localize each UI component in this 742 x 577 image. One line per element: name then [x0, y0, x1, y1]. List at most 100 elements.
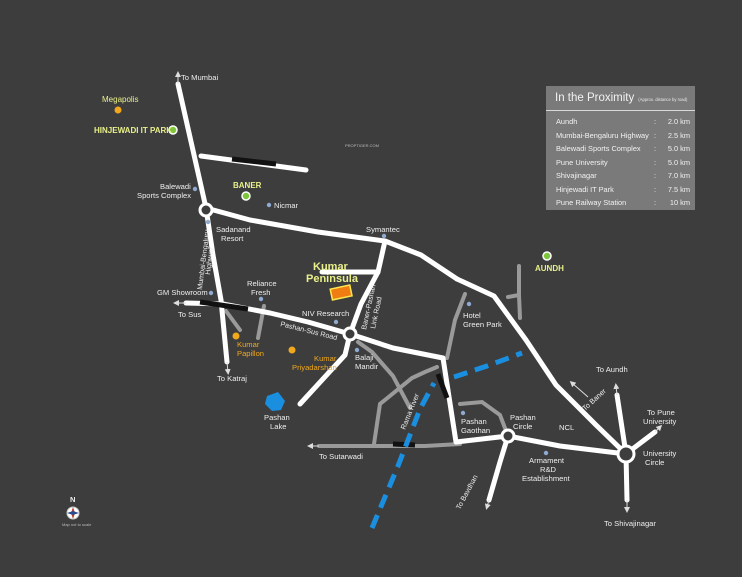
label-aundh: AUNDH — [535, 264, 564, 273]
label-pashan-circle-2: Circle — [513, 422, 532, 431]
label-sadanand-1: Sadanand — [216, 225, 251, 234]
project-name-line1: Kumar — [313, 261, 349, 273]
proximity-distance: 10 km — [669, 198, 690, 208]
pashan-circle-marker — [500, 428, 516, 444]
proximity-row: Aundh:2.0 km — [556, 117, 690, 127]
dir-pune-university-2: University — [643, 417, 677, 426]
papillon-marker — [232, 332, 240, 340]
megapolis-marker — [114, 106, 122, 114]
minor-roads — [224, 264, 522, 448]
proximity-place: Pune Railway Station — [556, 198, 627, 208]
label-ard-1: Armament — [529, 456, 565, 465]
label-baner: BANER — [233, 181, 262, 190]
proximity-distance: 2.5 km — [667, 130, 690, 140]
proximity-distance: 2.0 km — [667, 117, 690, 127]
road-bavdhan — [486, 433, 511, 503]
dir-mumbai: To Mumbai — [181, 73, 218, 82]
label-niv: NIV Research — [302, 309, 349, 318]
rama-river — [369, 350, 523, 529]
proximity-distance: 7.0 km — [667, 171, 690, 181]
label-hotel-2: Green Park — [463, 320, 502, 329]
compass-caption: Map not to scale — [62, 522, 92, 527]
balewadi-circle — [198, 202, 214, 218]
dir-bavdhan: To Bavdhan — [454, 473, 480, 511]
to-baner-arrow — [569, 381, 589, 398]
proximity-row: Pune University:5.0 km — [556, 157, 690, 167]
proximity-list: Aundh:2.0 km Mumbai-Bengaluru Highway:2.… — [546, 111, 695, 210]
proximity-place: Hinjewadi IT Park — [556, 184, 614, 194]
label-balewadi-1: Balewadi — [160, 182, 191, 191]
road-to-aundh — [614, 392, 629, 457]
road-aundh-university — [454, 276, 629, 457]
label-hinjewadi: HINJEWADI IT PARK — [94, 126, 172, 135]
proximity-place: Pune University — [556, 157, 608, 167]
hinjewadi-marker — [168, 125, 178, 135]
label-priyadarshan-1: Kumar — [314, 354, 337, 363]
dir-aundh: To Aundh — [596, 365, 628, 374]
road-hotel — [445, 292, 467, 360]
baner-marker — [241, 191, 251, 201]
proximity-row: Balewadi Sports Complex:5.0 km — [556, 144, 690, 154]
project-name-line2: Peninsula — [306, 273, 359, 285]
label-papillon-2: Papillon — [237, 349, 264, 358]
dir-sus: To Sus — [178, 310, 201, 319]
roundabouts — [198, 202, 636, 464]
label-gaothan-1: Pashan — [461, 417, 487, 426]
proximity-row: Shivajinagar:7.0 km — [556, 171, 690, 181]
road-pashan-down — [440, 355, 459, 445]
label-ncl: NCL — [559, 423, 574, 432]
road-to-pashan-circle — [453, 433, 511, 445]
road-label-highway-2: Highway — [203, 246, 215, 275]
proximity-place: Balewadi Sports Complex — [556, 144, 641, 154]
road-sutarwadi — [317, 442, 462, 448]
proximity-row: Hinjewadi IT Park:7.5 km — [556, 184, 690, 194]
label-balewadi-2: Sports Complex — [137, 191, 191, 200]
label-gm-showroom: GM Showroom — [157, 288, 208, 297]
proximity-place: Shivajinagar — [556, 171, 597, 181]
label-balaji-2: Mandir — [355, 362, 379, 371]
dir-baner: To Baner — [580, 386, 608, 412]
road-gaothan — [458, 399, 510, 438]
label-ard-3: Establishment — [522, 474, 571, 483]
proximity-row: Pune Railway Station:10 km — [556, 198, 690, 208]
proximity-distance: 5.0 km — [667, 157, 690, 167]
proximity-distance: 5.0 km — [667, 144, 690, 154]
label-nicmar: Nicmar — [274, 201, 299, 210]
label-ard-2: R&D — [540, 465, 557, 474]
proximity-place: Mumbai-Bengaluru Highway — [556, 130, 649, 140]
label-pashan-circle-1: Pashan — [510, 413, 536, 422]
road-label-rama-river: Rama River — [399, 392, 422, 431]
proximity-subtitle: (Approx. distance by road) — [638, 97, 688, 102]
pashan-lake — [265, 392, 285, 411]
place-dots — [192, 186, 549, 456]
aundh-marker — [542, 251, 552, 261]
label-university-circle-2: Circle — [645, 458, 664, 467]
road-balewadi-symantec — [203, 205, 460, 282]
proximity-title: In the Proximity — [555, 92, 635, 104]
proximity-distance: 7.5 km — [667, 184, 690, 194]
label-sadanand-2: Resort — [221, 234, 244, 243]
niv-circle — [342, 326, 358, 342]
label-lake-2: Lake — [270, 422, 286, 431]
road-papillon — [224, 309, 242, 332]
direction-arrows — [173, 71, 663, 513]
dir-sutarwadi: To Sutarwadi — [319, 452, 363, 461]
label-hotel-1: Hotel — [463, 311, 481, 320]
label-balaji-1: Balaji — [355, 353, 374, 362]
highway-south — [203, 205, 230, 365]
dir-katraj: To Katraj — [217, 374, 247, 383]
proximity-place: Aundh — [556, 117, 578, 127]
label-megapolis: Megapolis — [102, 95, 138, 104]
watermark-text: PROPTIGER.COM — [345, 143, 379, 148]
compass-letter: N — [70, 495, 75, 504]
road-sutarwadi-loop — [372, 365, 439, 446]
label-reliance-2: Fresh — [251, 288, 270, 297]
proximity-header: In the Proximity (Approx. distance by ro… — [546, 86, 695, 111]
road-aundh-spur2 — [517, 264, 522, 320]
road-university-circle — [505, 433, 629, 457]
kumar-peninsula-marker — [329, 284, 353, 301]
road-balaji-mandir — [356, 340, 412, 410]
university-circle-marker — [616, 444, 636, 464]
compass: N Map not to scale — [62, 495, 92, 527]
